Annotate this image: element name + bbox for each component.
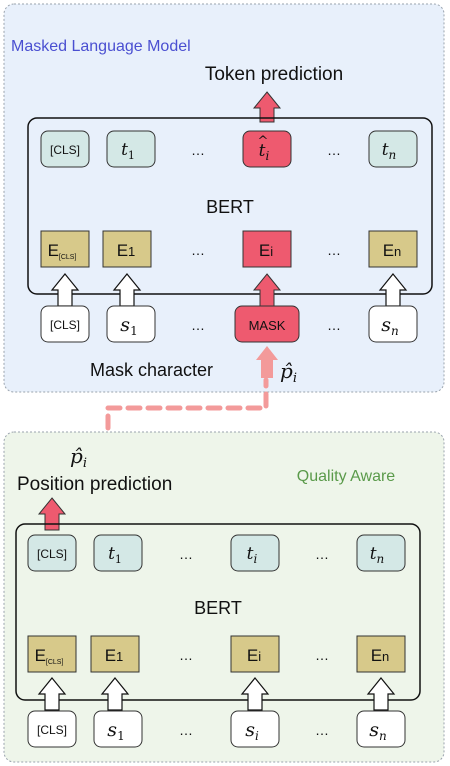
mlm-in-s1-text: s1: [120, 314, 137, 338]
mlm-in-mask-text: MASK: [249, 318, 286, 333]
mlm-in-ellipsis-1: …: [191, 317, 205, 333]
qa-in-arrow-cls: [37, 677, 67, 711]
qa-in-cls: [27, 710, 77, 748]
qa-in-si: [230, 710, 280, 748]
qa-in-s1-text: s1: [107, 719, 124, 743]
qa-title: Quality Aware: [297, 468, 396, 485]
qa-emb-cls: [27, 635, 77, 673]
qa-out-cls-text: [CLS]: [37, 547, 67, 561]
qa-in-si-text: si: [245, 719, 259, 743]
mlm-out-t1-text: t1: [121, 140, 135, 162]
qa-bert-box: [15, 523, 421, 701]
mlm-out-cls-text: [CLS]: [50, 143, 80, 157]
qa-out-t1-text: t1: [108, 544, 122, 566]
mlm-out-ti-hat: ^: [258, 134, 269, 149]
mlm-emb-cls: [40, 230, 90, 268]
mlm-mask-label: Mask character: [90, 360, 213, 380]
qa-out-ellipsis-2: …: [315, 546, 329, 562]
mlm-in-ellipsis-2: …: [327, 317, 341, 333]
mlm-bert-label: BERT: [206, 197, 254, 217]
mlm-emb-i: [242, 230, 292, 268]
mlm-output-arrow: [252, 91, 282, 123]
mlm-in-mask: [234, 305, 300, 343]
qa-emb-ellipsis-2: …: [315, 647, 329, 663]
qa-emb-1-text: E1: [105, 646, 124, 665]
qa-in-sn-text: sn: [369, 719, 387, 743]
qa-emb-n: [356, 635, 406, 673]
mlm-emb-i-text: Ei: [259, 241, 273, 260]
mlm-mask-arrow: [256, 346, 278, 378]
qa-p-hat: p̂i: [70, 444, 87, 471]
qa-output-arrow: [37, 497, 67, 531]
qa-in-ellipsis-1: …: [179, 722, 193, 738]
qa-in-arrow-1: [100, 677, 130, 711]
mlm-out-tn: [368, 130, 418, 168]
qa-out-t1: [93, 534, 143, 572]
qa-emb-1: [90, 635, 140, 673]
qa-in-cls-text: [CLS]: [37, 723, 67, 737]
qa-emb-ellipsis-1: …: [179, 647, 193, 663]
mlm-panel: [3, 3, 445, 393]
mlm-in-sn: [368, 305, 418, 343]
mlm-emb-cls-text: E[CLS]: [48, 241, 77, 261]
qa-out-ellipsis-1: …: [179, 546, 193, 562]
qa-emb-cls-text: E[CLS]: [35, 646, 64, 666]
mlm-title: Masked Language Model: [11, 38, 191, 55]
qa-in-arrow-i: [240, 677, 270, 711]
qa-in-sn: [356, 710, 406, 748]
qa-out-cls: [27, 534, 77, 572]
mlm-out-ti-text: ti: [259, 141, 270, 163]
mlm-emb-1-text: E1: [117, 241, 136, 260]
mlm-out-ellipsis-2: …: [327, 142, 341, 158]
qa-emb-n-text: En: [371, 646, 390, 665]
qa-bert-label: BERT: [194, 598, 242, 618]
mlm-emb-ellipsis-1: …: [191, 242, 205, 258]
mlm-emb-ellipsis-2: …: [327, 242, 341, 258]
qa-in-arrow-n: [366, 677, 396, 711]
mlm-emb-n: [368, 230, 418, 268]
mlm-in-cls-text: [CLS]: [50, 318, 80, 332]
mlm-in-s1: [106, 305, 156, 343]
qa-out-tn: [356, 534, 406, 572]
qa-in-s1: [93, 710, 143, 748]
mlm-bert-box: [27, 117, 433, 295]
mlm-emb-1: [102, 230, 152, 268]
mlm-out-ellipsis-1: …: [191, 142, 205, 158]
qa-in-ellipsis-2: …: [315, 722, 329, 738]
mlm-emb-n-text: En: [383, 241, 402, 260]
mlm-out-t1: [106, 130, 156, 168]
mlm-in-cls: [40, 305, 90, 343]
mlm-output-label: Token prediction: [205, 64, 343, 85]
qa-emb-i: [230, 635, 280, 673]
mlm-in-sn-text: sn: [381, 314, 399, 338]
qa-out-tn-text: tn: [370, 544, 385, 566]
mlm-p-hat: p̂i: [280, 359, 297, 386]
mlm-out-ti: [242, 130, 292, 168]
qa-out-ti-text: ti: [247, 544, 258, 566]
mlm-out-tn-text: tn: [382, 140, 397, 162]
qa-emb-i-text: Ei: [247, 646, 261, 665]
qa-output-label: Position prediction: [17, 474, 172, 495]
qa-out-ti: [230, 534, 280, 572]
mlm-out-cls: [40, 130, 90, 168]
